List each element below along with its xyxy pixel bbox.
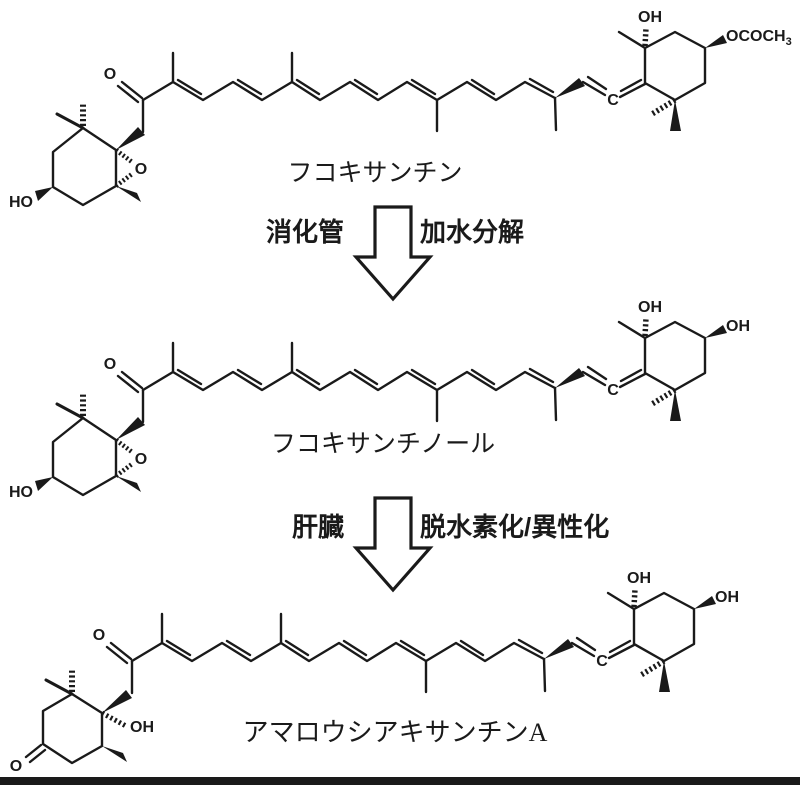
structure-fucoxanthin: O HO O C OH — [9, 9, 792, 211]
allene-double-bond-2 — [618, 78, 647, 99]
end-ring-bonds — [643, 30, 707, 102]
polyene-chain-and-allene-ring: O C OH — [104, 9, 707, 134]
step1-reaction-label: 加水分解 — [420, 217, 524, 247]
hydroxyl-hash-bond — [100, 710, 128, 729]
ring-ketone-oxygen-label: O — [10, 758, 22, 775]
reaction-step-2: 肝臓 脱水素化/異性化 — [292, 496, 609, 593]
ho-label: HO — [9, 194, 33, 211]
polyene-double-bonds — [176, 77, 555, 96]
step2-reaction-label: 脱水素化/異性化 — [420, 512, 609, 542]
hydroxyl-wedge-bond — [35, 187, 53, 201]
cyclohexanone-ring-bonds — [41, 692, 104, 765]
methyl-hash-bond — [650, 97, 677, 117]
acetate-text: OCOCH — [726, 28, 786, 45]
ketone-end-ring: O OH — [10, 668, 154, 775]
ketone-double-bond — [116, 80, 144, 104]
structure-amarouciaxanthin-a: O OH OH アマロウシアキサンチンA — [10, 570, 739, 775]
polyene-chain-copy — [104, 299, 705, 422]
acetate-subscript: 3 — [786, 36, 792, 48]
hydroxyl-wedge-bond — [705, 325, 727, 338]
acetate-wedge-bond — [705, 35, 727, 48]
epoxide-end-ring: O HO — [9, 103, 147, 211]
compound-name-1: フコキサンチン — [287, 160, 462, 187]
methyl-wedge-bond — [116, 186, 141, 202]
step2-site-label: 肝臓 — [292, 512, 344, 542]
hydroxyl-hash-bond — [642, 27, 649, 47]
compound-name-2: フコキサンチノール — [271, 431, 495, 458]
bottom-border-line — [0, 777, 800, 785]
epoxide-stereo-bonds — [114, 148, 134, 188]
structure-fucoxanthinol: OH フコキサンチノール — [9, 299, 750, 501]
tert-hydroxyl-label: OH — [130, 719, 154, 736]
chain-stereo-wedge-bond — [555, 78, 585, 98]
epoxide-end-ring-copy — [9, 393, 147, 501]
epoxide-oxygen-label: O — [135, 161, 147, 178]
methyl-wedge-bond — [670, 100, 681, 131]
ketone-oxygen-label: O — [104, 66, 116, 83]
methyl-wedge-bond — [102, 746, 127, 762]
acetate-label: OCOCH3 — [726, 28, 792, 48]
hydroxyl-wedge-bond — [694, 596, 716, 609]
step1-site-label: 消化管 — [266, 217, 344, 247]
compound-name-3: アマロウシアキサンチンA — [243, 718, 548, 747]
methyl-bond — [55, 112, 85, 130]
chain-methyl-bonds — [171, 51, 558, 133]
hydroxyl-label: OH — [715, 589, 739, 606]
methyl-bond — [44, 678, 74, 696]
down-arrow-icon — [352, 205, 434, 302]
ch2-wedge-bond — [116, 127, 145, 150]
allene-double-bond-1 — [581, 75, 608, 97]
cyclohexane-ring-bonds — [51, 126, 118, 207]
down-arrow-icon — [352, 496, 434, 593]
allene-carbon-label: C — [607, 92, 619, 109]
methyl-bond — [617, 30, 647, 50]
ring-hydroxyl-label: OH — [638, 9, 662, 26]
ring-ketone-double-bond — [24, 743, 47, 764]
acetate-group: OCOCH3 — [705, 28, 792, 48]
ch2-wedge-bond — [102, 690, 132, 713]
hydroxyl-label: OH — [726, 318, 750, 335]
polyene-chain-bonds — [141, 80, 557, 102]
reaction-step-1: 消化管 加水分解 — [266, 205, 524, 302]
